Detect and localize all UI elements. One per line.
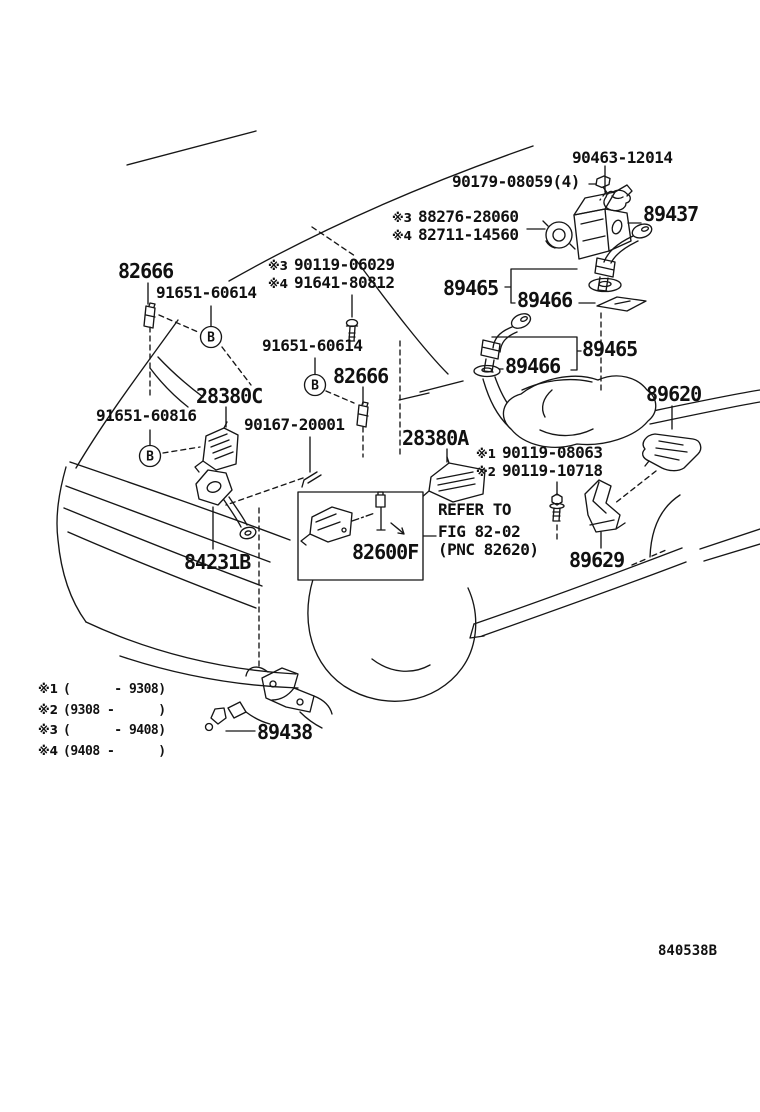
part-label-28380C[interactable]: 28380C (196, 384, 263, 408)
part-sketch-clip-90167 (301, 471, 322, 488)
ref-mark-2: ※2 (476, 465, 497, 479)
part-label-89620[interactable]: 89620 (646, 382, 702, 406)
part-sketch-stud-91641 (345, 318, 359, 342)
ref-mark-3: ※3 (268, 259, 289, 273)
ref-mark-4: ※4 (268, 277, 289, 291)
part-sketch-oxygen-sensor-rear (473, 313, 532, 378)
ref-mark-1: ※1 (476, 447, 497, 461)
part-label-90463-12014[interactable]: 90463-12014 (572, 148, 673, 167)
part-label-89465-front[interactable]: 89465 (443, 276, 499, 300)
part-sketch-link-82666-a (143, 302, 156, 329)
fastener-mark-b-2: B (303, 373, 327, 397)
part-label-91651-60816[interactable]: 91651-60816 (96, 406, 197, 425)
dashed-leader-lines (149, 191, 667, 668)
legend-row-4: ※4(9408 - ) (38, 744, 166, 759)
part-sketch-igniter-28380C (194, 421, 239, 473)
part-sketch-cushion-88276 (542, 220, 576, 250)
refer-note-line-3: (PNC 82620) (438, 540, 539, 559)
leader-lines (147, 165, 673, 732)
ref-mark-3: ※3 (392, 211, 413, 225)
part-label-89466-front[interactable]: 89466 (517, 288, 573, 312)
part-label-90179-08059[interactable]: 90179-08059(4) (452, 172, 580, 191)
ref-mark-3: ※3 (38, 723, 59, 737)
fastener-mark-b-letter: B (146, 450, 154, 465)
part-sketch-oxygen-sensor-front (588, 223, 653, 312)
part-label-89438[interactable]: 89438 (257, 720, 313, 744)
part-sketch-sensor-84231B (195, 469, 257, 540)
part-sketch-bracket-89629 (584, 479, 626, 533)
part-label-82666-a[interactable]: 82666 (118, 259, 174, 283)
part-label-89465-rear[interactable]: 89465 (582, 337, 638, 361)
part-sketch-bolt-90179 (595, 175, 611, 195)
ref-mark-4: ※4 (38, 744, 59, 758)
part-label-90167-20001[interactable]: 90167-20001 (244, 415, 345, 434)
part-sketch-ecu-bracket-89437 (573, 184, 633, 260)
ref-mark-4: ※4 (392, 229, 413, 243)
drawing-number: 840538B (658, 943, 718, 959)
legend-row-1: ※1( - 9308) (38, 682, 166, 697)
refer-note-line-2: FIG 82-02 (438, 522, 521, 541)
part-sketch-bolt-90119 (549, 493, 565, 522)
part-sketch-sensor-89438 (204, 666, 333, 732)
part-label-89437[interactable]: 89437 (643, 202, 699, 226)
part-label-84231B[interactable]: 84231B (184, 550, 251, 574)
fastener-mark-b-1: B (199, 325, 223, 349)
part-label-82666-b[interactable]: 82666 (333, 364, 389, 388)
ref-mark-2: ※2 (38, 703, 59, 717)
fastener-mark-b-3: B (138, 444, 162, 468)
legend-row-3: ※3( - 9408) (38, 723, 166, 738)
part-label-91651-60614-b[interactable]: 91651-60614 (262, 336, 363, 355)
part-label-91651-60614-a[interactable]: 91651-60614 (156, 283, 257, 302)
part-label-82600F[interactable]: 82600F (352, 540, 419, 564)
part-label-89629[interactable]: 89629 (569, 548, 625, 572)
part-sketch-ecu-89620 (641, 433, 702, 472)
refer-note-line-1: REFER TO (438, 500, 512, 519)
fastener-mark-b-letter: B (311, 379, 319, 394)
fastener-mark-b-letter: B (207, 331, 215, 346)
part-label-89466-rear[interactable]: 89466 (505, 354, 561, 378)
inset-box-82600F (297, 491, 424, 581)
ref-mark-1: ※1 (38, 682, 59, 696)
part-sketch-link-82666-b (356, 401, 369, 428)
legend-row-2: ※2(9308 - ) (38, 703, 166, 718)
part-label-28380A[interactable]: 28380A (402, 426, 469, 450)
